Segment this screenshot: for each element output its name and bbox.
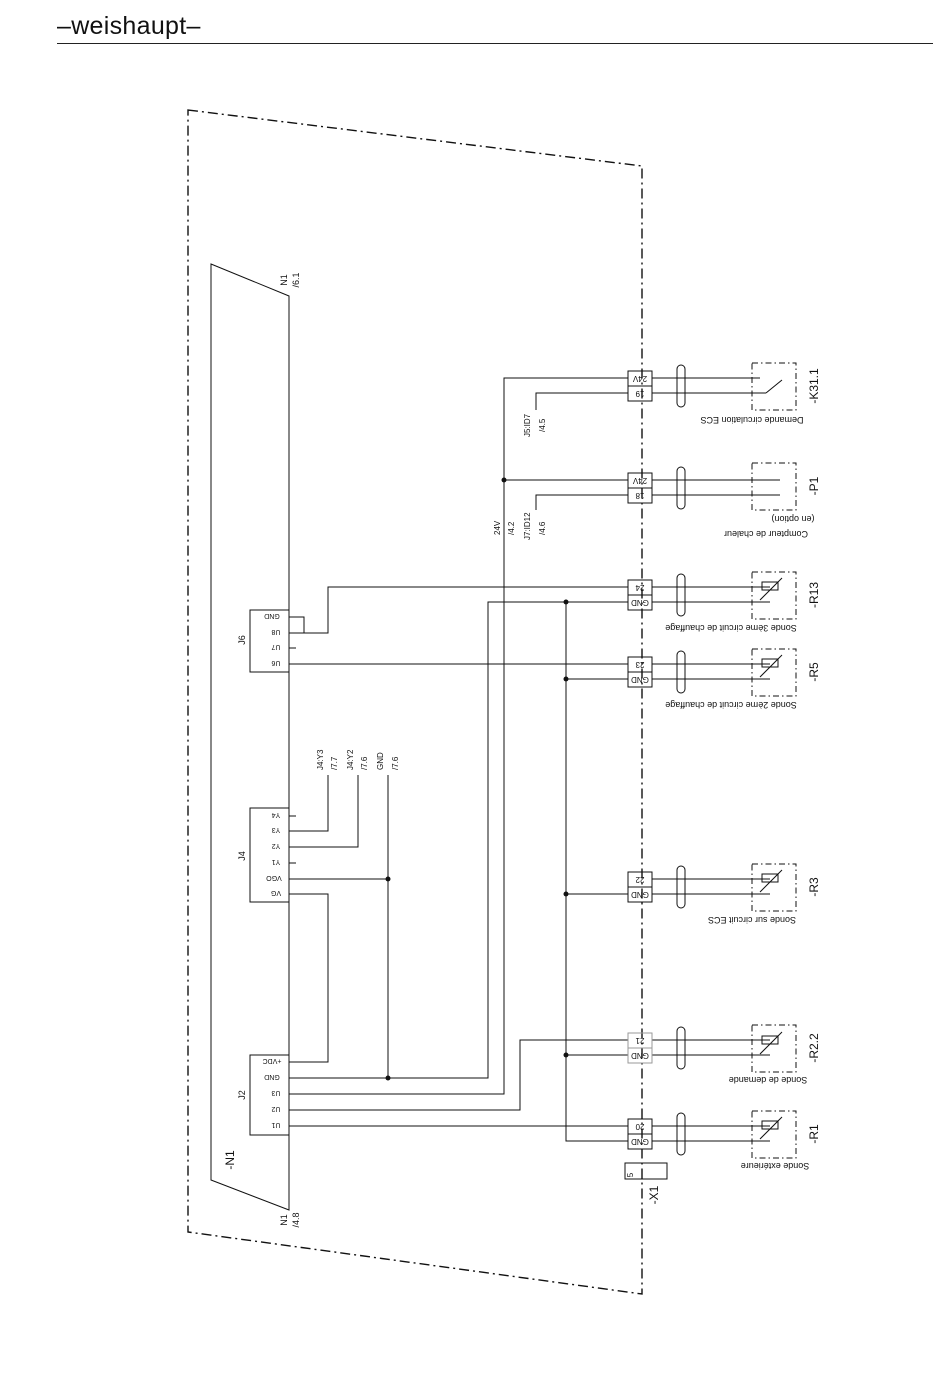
j6-pin-u8: U8 (271, 628, 280, 635)
j4-pin-stubs (289, 815, 296, 895)
j4-pin-y3: Y3 (272, 826, 281, 833)
j2-pin-u3: U3 (271, 1089, 280, 1096)
xref-gnd-name: GND (376, 752, 385, 770)
terminal-20-num: 20 (635, 1122, 644, 1131)
device-p1-desc: Compteur de chaleur (724, 529, 808, 539)
device-r5-tag: -R5 (807, 662, 821, 682)
xref-j5id7-page: /4.5 (538, 418, 547, 432)
terminal-24-second: GND (631, 598, 649, 607)
device-r13-desc: Sonde 3ème circuit de chauffage (665, 623, 796, 633)
terminal-19-second: 24V (632, 374, 647, 383)
xref-24v-name: 24V (493, 520, 502, 535)
j4-pin-y4: Y4 (272, 811, 281, 818)
cable-oval-group (676, 364, 686, 1156)
n1-ref-top-name: N1 (279, 274, 289, 286)
j6-pin-gnd: GND (264, 612, 280, 619)
device-r5-desc: Sonde 2ème circuit de chauffage (665, 700, 796, 710)
junction-dots (385, 477, 569, 1081)
terminal-22-second: GND (631, 890, 649, 899)
j4-pin-vgo: VGO (266, 874, 282, 881)
xref-j4y3-page: /7.7 (330, 756, 339, 770)
wire-18-xref (535, 494, 628, 510)
device-boxes (751, 362, 797, 1159)
sensor-gnd-bus (565, 602, 628, 1142)
n1-ref-bottom-name: N1 (279, 1214, 289, 1226)
j2-pin-stubs (289, 1061, 296, 1127)
page-header: –weishaupt– (0, 0, 950, 50)
xref-24v-page: /4.2 (507, 521, 516, 535)
device-r1-tag: -R1 (807, 1124, 821, 1144)
connector-j4-label: J4 (237, 851, 247, 861)
wire-y2-xref (296, 775, 359, 848)
xref-gnd-page: /7.6 (391, 756, 400, 770)
j4-pin-y2: Y2 (272, 842, 281, 849)
wire-vg-to-vdc (296, 893, 329, 1063)
xref-j7id12-name: J7:ID12 (523, 512, 532, 540)
header-rule (57, 43, 933, 44)
terminal-23-second: GND (631, 675, 649, 684)
wire-u2-to-21 (296, 1039, 628, 1111)
x1-label: -X1 (647, 1185, 661, 1204)
device-r13-tag: -R13 (807, 582, 821, 608)
xref-j5id7-name: J5:ID7 (523, 413, 532, 437)
terminal-21-second: GND (631, 1051, 649, 1060)
j6-pin-u6: U6 (271, 659, 280, 666)
j4-pin-y1: Y1 (272, 858, 281, 865)
j6-pin-stubs (289, 616, 296, 665)
connector-j2-label: J2 (237, 1090, 247, 1100)
terminal-18-num: 18 (635, 491, 644, 500)
xref-j4y2-name: J4:Y2 (346, 749, 355, 770)
wire-u8-to-24 (296, 586, 628, 634)
terminal-22-num: 22 (635, 875, 644, 884)
weishaupt-logo: –weishaupt– (57, 12, 201, 40)
terminal-21-num: 21 (635, 1036, 644, 1045)
j2-pin-gnd: GND (264, 1073, 280, 1080)
xref-j4y3-name: J4:Y3 (316, 749, 325, 770)
n1-ref-bottom-page: /4.8 (291, 1212, 301, 1227)
j2-pin-u2: U2 (271, 1105, 280, 1112)
wire-24v-supply (503, 377, 628, 480)
terminal-24-num: 24 (635, 583, 644, 592)
field-wires (652, 377, 780, 1142)
device-p1-note: (en option) (771, 514, 814, 524)
j6-connector-box (249, 609, 290, 673)
device-p1-tag: -P1 (807, 476, 821, 495)
sensor-resistor-symbols (759, 577, 783, 1140)
k31-contact (765, 379, 783, 394)
terminal-19-num: 19 (635, 389, 644, 398)
j2-connector-box (249, 1054, 290, 1136)
terminal-20-second: GND (631, 1137, 649, 1146)
device-r22-tag: -R2.2 (807, 1033, 821, 1063)
n1-label: -N1 (223, 1150, 237, 1170)
device-r22-desc: Sonde de demande (729, 1075, 808, 1085)
n1-controller-outline (210, 263, 290, 1211)
terminal-18-second: 24V (632, 476, 647, 485)
wire-y3-xref (296, 775, 329, 832)
device-r3-desc: Sonde sur circuit ECS (708, 915, 796, 925)
j6-pin-u7: U7 (271, 643, 280, 650)
xref-j7id12-page: /4.6 (538, 521, 547, 535)
wire-j6-gnd-stub (296, 616, 305, 633)
connector-j6-label: J6 (237, 635, 247, 645)
n1-ref-top-page: /6.1 (291, 272, 301, 287)
enclosure-boundary (187, 109, 643, 1295)
device-r1-desc: Sonde extérieure (741, 1161, 810, 1171)
j2-pin-vdc: +VDC (263, 1057, 282, 1064)
x1-terminal-5: 5 (626, 1172, 635, 1177)
device-r3-tag: -R3 (807, 877, 821, 897)
wire-u3-to-18 (296, 480, 505, 1095)
wire-19-xref (535, 392, 628, 410)
device-k31-desc: Demande circulation ECS (700, 415, 803, 425)
xref-j4y2-page: /7.6 (360, 756, 369, 770)
x1-terminal-block (624, 370, 668, 1180)
device-k31-tag: -K31.1 (807, 368, 821, 404)
wire-j2-gnd (296, 601, 628, 1079)
j4-connector-box (249, 807, 290, 903)
j4-pin-vg: VG (271, 889, 281, 896)
j2-pin-u1: U1 (271, 1121, 280, 1128)
terminal-23-num: 23 (635, 660, 644, 669)
